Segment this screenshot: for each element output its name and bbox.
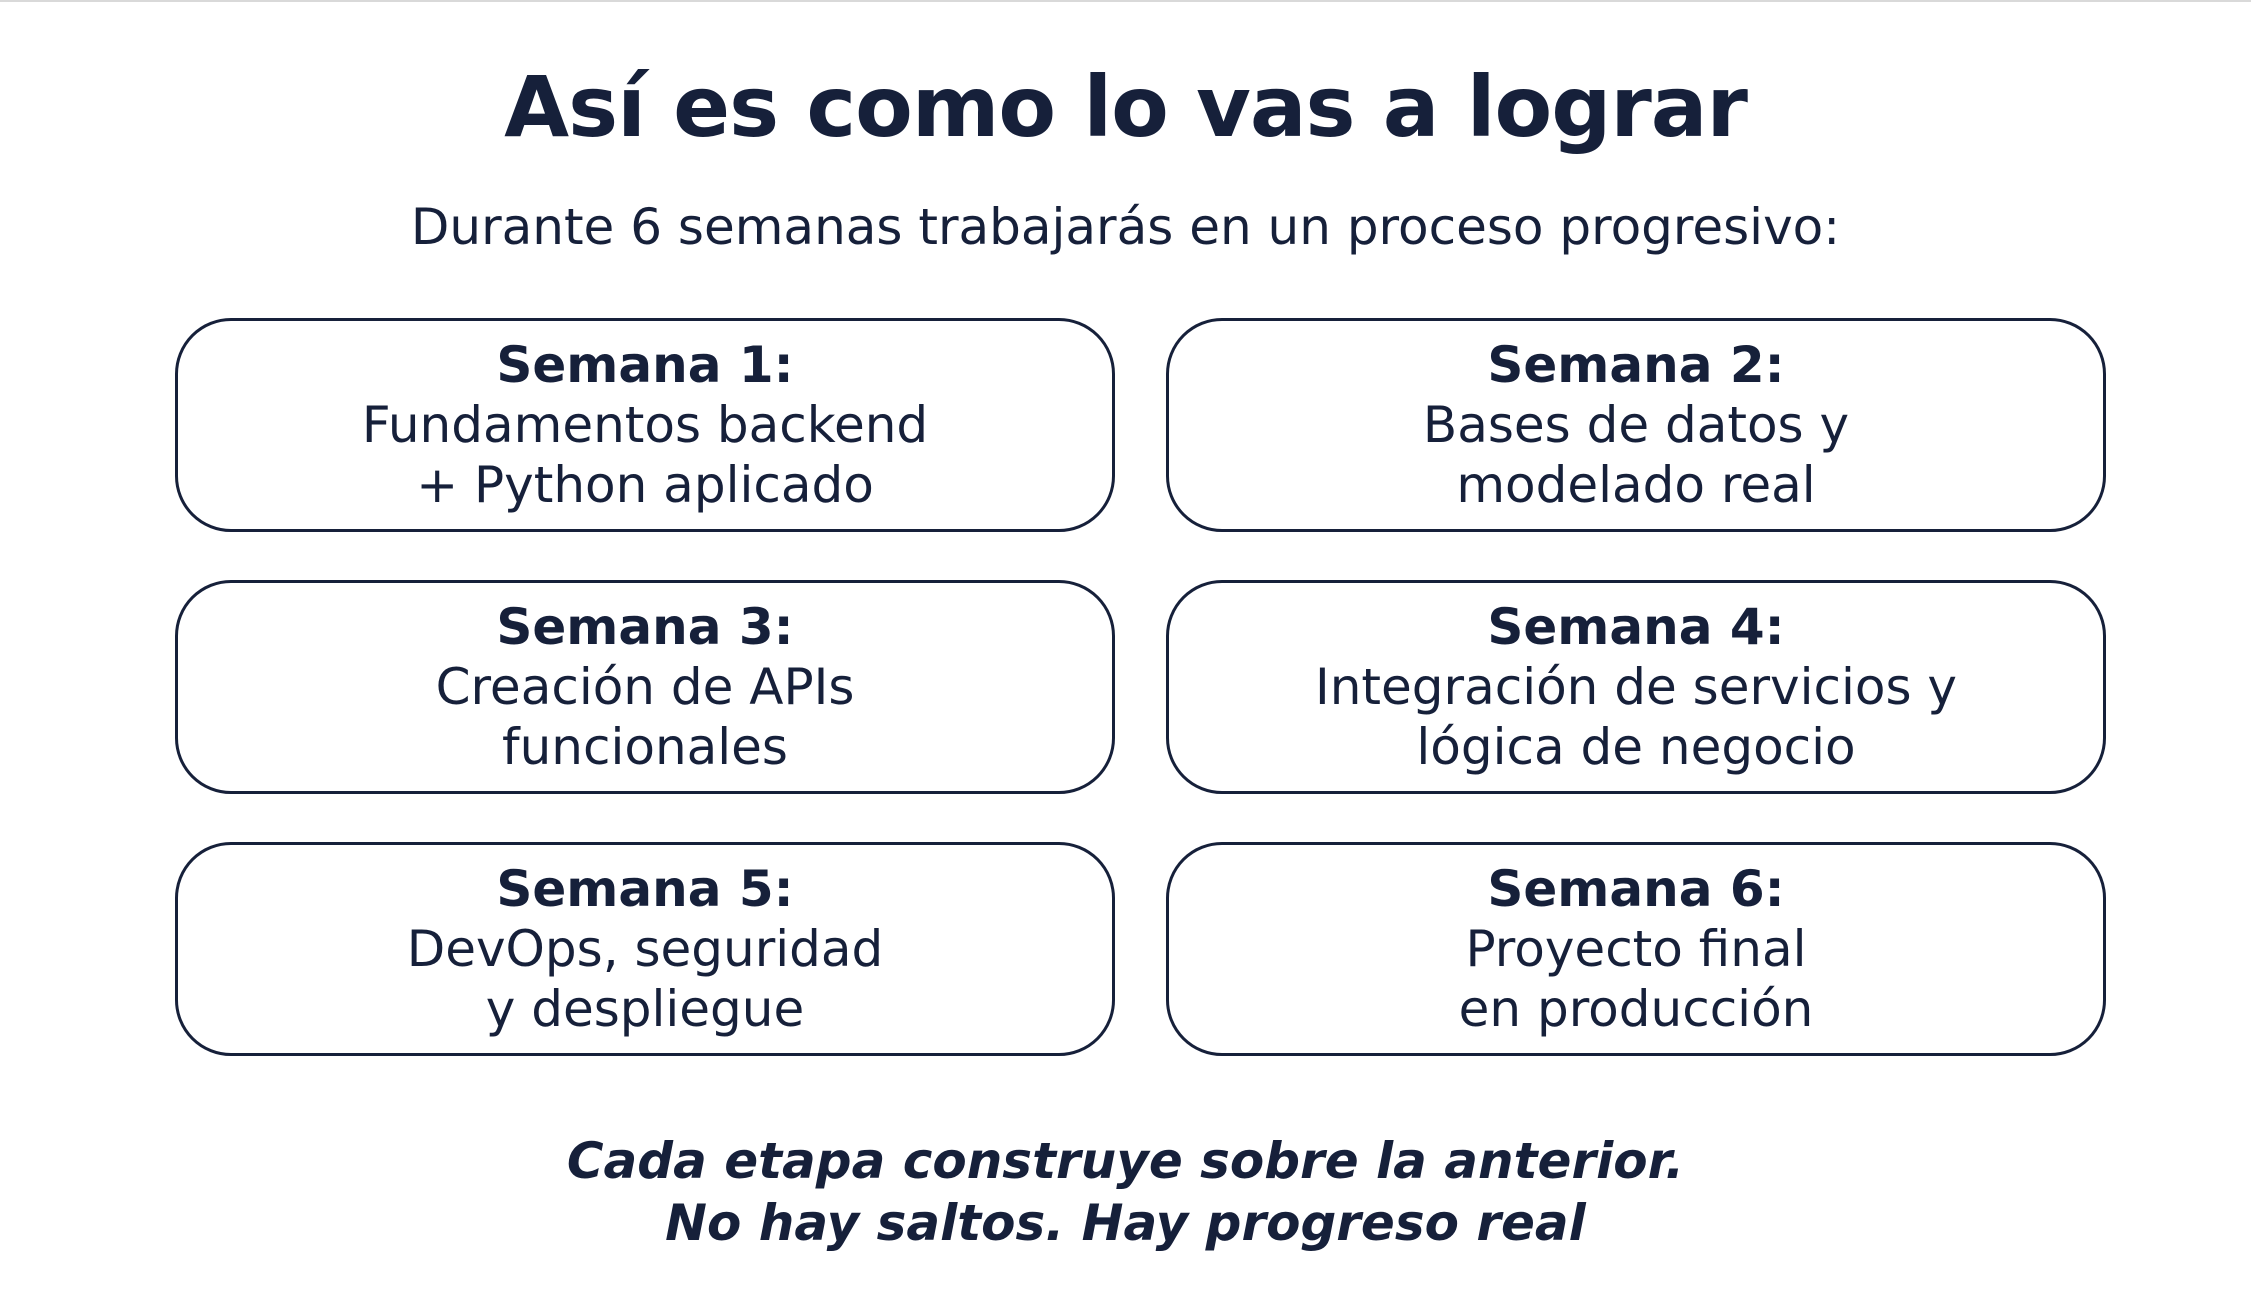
closing-statement-line-2: No hay saltos. Hay progreso real (665, 1194, 1586, 1252)
week-label: Semana 3: (496, 598, 794, 656)
week-card-5: Semana 5: DevOps, seguridad y despliegue (175, 842, 1115, 1056)
week-label: Semana 2: (1487, 336, 1785, 394)
week-description-line: Creación de APIs (435, 658, 855, 716)
week-description-line: funcionales (502, 718, 788, 776)
top-divider (0, 0, 2251, 2)
page-title: Así es como lo vas a lograr (504, 58, 1748, 156)
week-card-2: Semana 2: Bases de datos y modelado real (1166, 318, 2106, 532)
closing-statement-line-1: Cada etapa construye sobre la anterior. (566, 1132, 1685, 1190)
week-card-4: Semana 4: Integración de servicios y lóg… (1166, 580, 2106, 794)
week-card-6: Semana 6: Proyecto final en producción (1166, 842, 2106, 1056)
week-description-line: Bases de datos y (1422, 396, 1850, 454)
week-description-line: modelado real (1456, 456, 1816, 514)
week-label: Semana 5: (496, 860, 794, 918)
week-description-line: + Python aplicado (416, 456, 874, 514)
week-label: Semana 4: (1487, 598, 1785, 656)
week-description-line: Proyecto final (1465, 920, 1807, 978)
week-card-1: Semana 1: Fundamentos backend + Python a… (175, 318, 1115, 532)
week-label: Semana 1: (496, 336, 794, 394)
week-description-line: en producción (1458, 980, 1814, 1038)
week-card-3: Semana 3: Creación de APIs funcionales (175, 580, 1115, 794)
week-label: Semana 6: (1487, 860, 1785, 918)
week-description-line: lógica de negocio (1416, 718, 1856, 776)
week-description-line: Fundamentos backend (361, 396, 929, 454)
page-subtitle: Durante 6 semanas trabajarás en un proce… (410, 198, 1841, 256)
week-description-line: y despliegue (485, 980, 805, 1038)
week-description-line: Integración de servicios y (1314, 658, 1958, 716)
week-description-line: DevOps, seguridad (406, 920, 884, 978)
